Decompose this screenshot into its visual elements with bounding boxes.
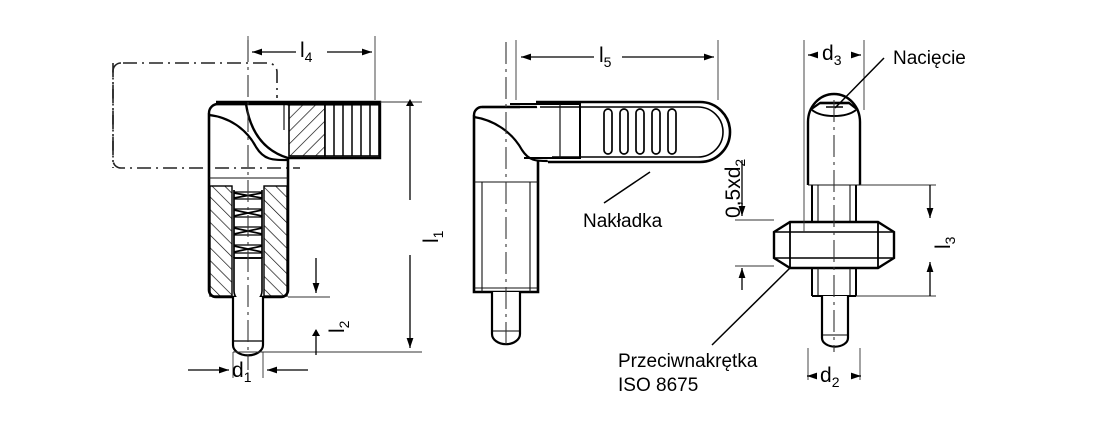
dimension-label-l1: l1: [420, 230, 447, 243]
dimension-label-l2: l2: [326, 320, 353, 333]
cap-grip-ribs: [603, 108, 677, 155]
dimension-l1: [406, 99, 414, 348]
leader-locknut: [711, 267, 791, 346]
dimension-label-l4: l4: [300, 39, 313, 66]
plunger-body-side: [472, 105, 561, 346]
leader-slot: [834, 57, 885, 109]
dimension-label-l5: l5: [599, 44, 612, 71]
annotation-locknut-line1: Przeciwnakrętka: [618, 351, 758, 372]
view-side-middle: [472, 40, 732, 348]
leader-cap: [603, 171, 651, 204]
annotation-locknut-line2: ISO 8675: [618, 375, 699, 396]
annotation-cap: Nakładka: [583, 211, 663, 232]
dimension-label-d2: d2: [820, 364, 840, 391]
annotation-slot: Nacięcie: [893, 48, 966, 69]
view-front-right: [711, 40, 936, 380]
handle-arm: [216, 100, 382, 160]
plunger-body-section: [207, 102, 290, 304]
dimension-label-d3: d3: [822, 42, 842, 69]
dimension-l2: [312, 258, 320, 355]
dimension-label-half-d2: 0,5xd2: [722, 158, 749, 218]
handle-with-cap: [510, 100, 732, 164]
dimension-label-d1: d1: [232, 359, 252, 386]
view-section-left: [112, 36, 422, 378]
shank-lower: [811, 268, 857, 348]
dimension-label-l3: l3: [932, 236, 959, 249]
handle-alternate-position: [112, 62, 300, 169]
